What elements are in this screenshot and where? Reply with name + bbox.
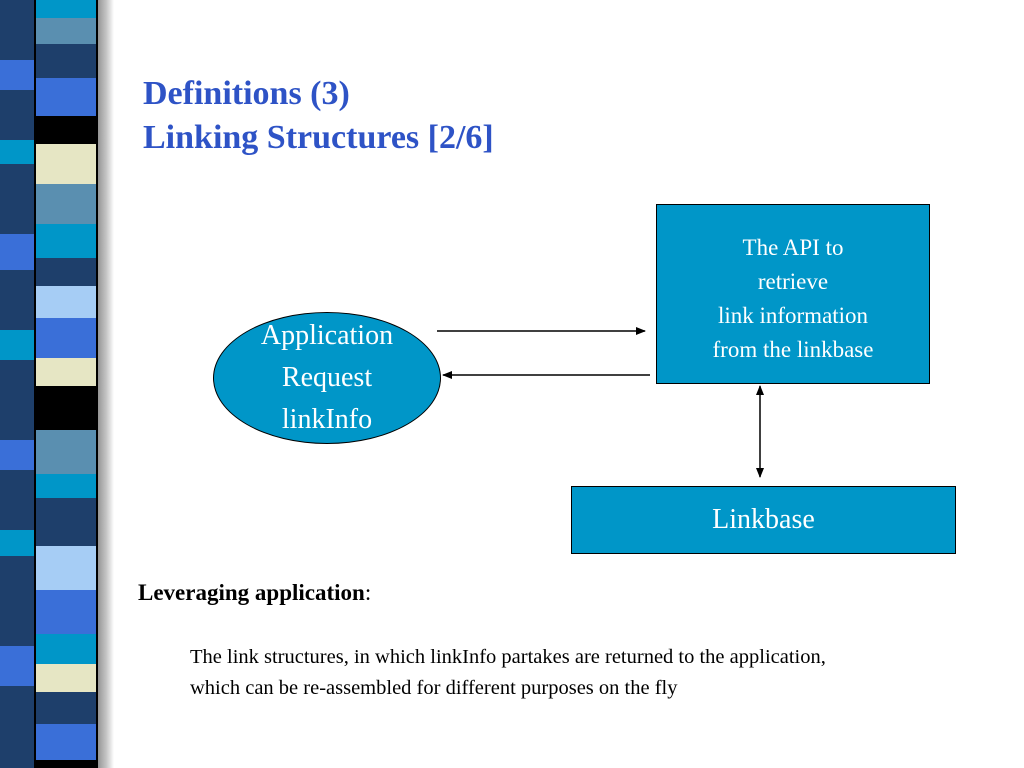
- linkbase-label: Linkbase: [712, 504, 815, 535]
- stripe-segment: [36, 692, 96, 726]
- stripe-segment: [36, 664, 96, 694]
- stripe-segment: [36, 724, 96, 762]
- body-paragraph: The link structures, in which linkInfo p…: [190, 642, 1010, 704]
- stripe-left-segment: [0, 234, 34, 270]
- stripe-left-segment: [0, 90, 34, 140]
- stripe-left-segment: [0, 530, 34, 556]
- stripe-segment: [36, 386, 96, 432]
- body-line-1: The link structures, in which linkInfo p…: [190, 646, 826, 668]
- stripe-segment: [36, 78, 96, 118]
- stripe-shadow: [96, 0, 114, 768]
- api-box-line-3: link information: [717, 303, 869, 328]
- stripe-segment: [36, 590, 96, 636]
- stripe-left-segment: [0, 556, 34, 646]
- linkbase-box: Linkbase: [571, 486, 956, 554]
- stripe-segment: [36, 760, 96, 768]
- body-line-2: which can be re-assembled for different …: [190, 677, 678, 699]
- stripe-segment: [36, 144, 96, 186]
- stripe-segment: [36, 430, 96, 476]
- stripe-segment: [36, 258, 96, 288]
- stripe-segment: [36, 634, 96, 666]
- stripe-left-segment: [0, 646, 34, 686]
- application-line-3: linkInfo: [281, 404, 373, 435]
- stripe-segment: [36, 44, 96, 80]
- stripe-segment: [36, 498, 96, 548]
- stripe-left-segment: [0, 440, 34, 470]
- stripe-segment: [36, 18, 96, 46]
- stripe-left-segment: [0, 140, 34, 164]
- stripe-left-segment: [0, 60, 34, 90]
- stripe-segment: [36, 546, 96, 592]
- stripe-left-segment: [0, 330, 34, 360]
- stripe-left-segment: [0, 270, 34, 330]
- stripe-left-segment: [0, 470, 34, 530]
- title-line-2: Linking Structures [2/6]: [143, 119, 494, 156]
- slide-title: Definitions (3) Linking Structures [2/6]: [143, 72, 494, 160]
- api-box-line-1: The API to: [742, 235, 844, 260]
- stripe-segment: [36, 474, 96, 500]
- stripe-segment: [36, 318, 96, 360]
- stripe-segment: [36, 358, 96, 388]
- stripe-main-column: [34, 0, 98, 768]
- stripe-segment: [36, 184, 96, 226]
- leverage-colon: :: [364, 580, 372, 605]
- stripe-segment: [36, 286, 96, 320]
- stripe-segment: [36, 224, 96, 260]
- stripe-segment: [36, 0, 96, 20]
- leverage-heading: Leveraging application:: [138, 578, 371, 608]
- stripe-left-segment: [0, 686, 34, 768]
- stripe-segment: [36, 116, 96, 146]
- application-ellipse: Application Request linkInfo: [213, 312, 441, 444]
- api-box-line-2: retrieve: [757, 269, 829, 294]
- application-line-2: Request: [281, 362, 373, 393]
- api-box: The API to retrieve link information fro…: [656, 204, 930, 384]
- decorative-stripe-bar: [0, 0, 118, 768]
- stripe-left-segment: [0, 164, 34, 234]
- stripe-left-strip: [0, 0, 34, 768]
- stripe-left-segment: [0, 0, 34, 60]
- leverage-heading-text: Leveraging application: [138, 580, 365, 605]
- stripe-left-segment: [0, 360, 34, 440]
- title-line-1: Definitions (3): [143, 75, 350, 112]
- application-line-1: Application: [260, 320, 394, 351]
- api-box-line-4: from the linkbase: [712, 337, 874, 362]
